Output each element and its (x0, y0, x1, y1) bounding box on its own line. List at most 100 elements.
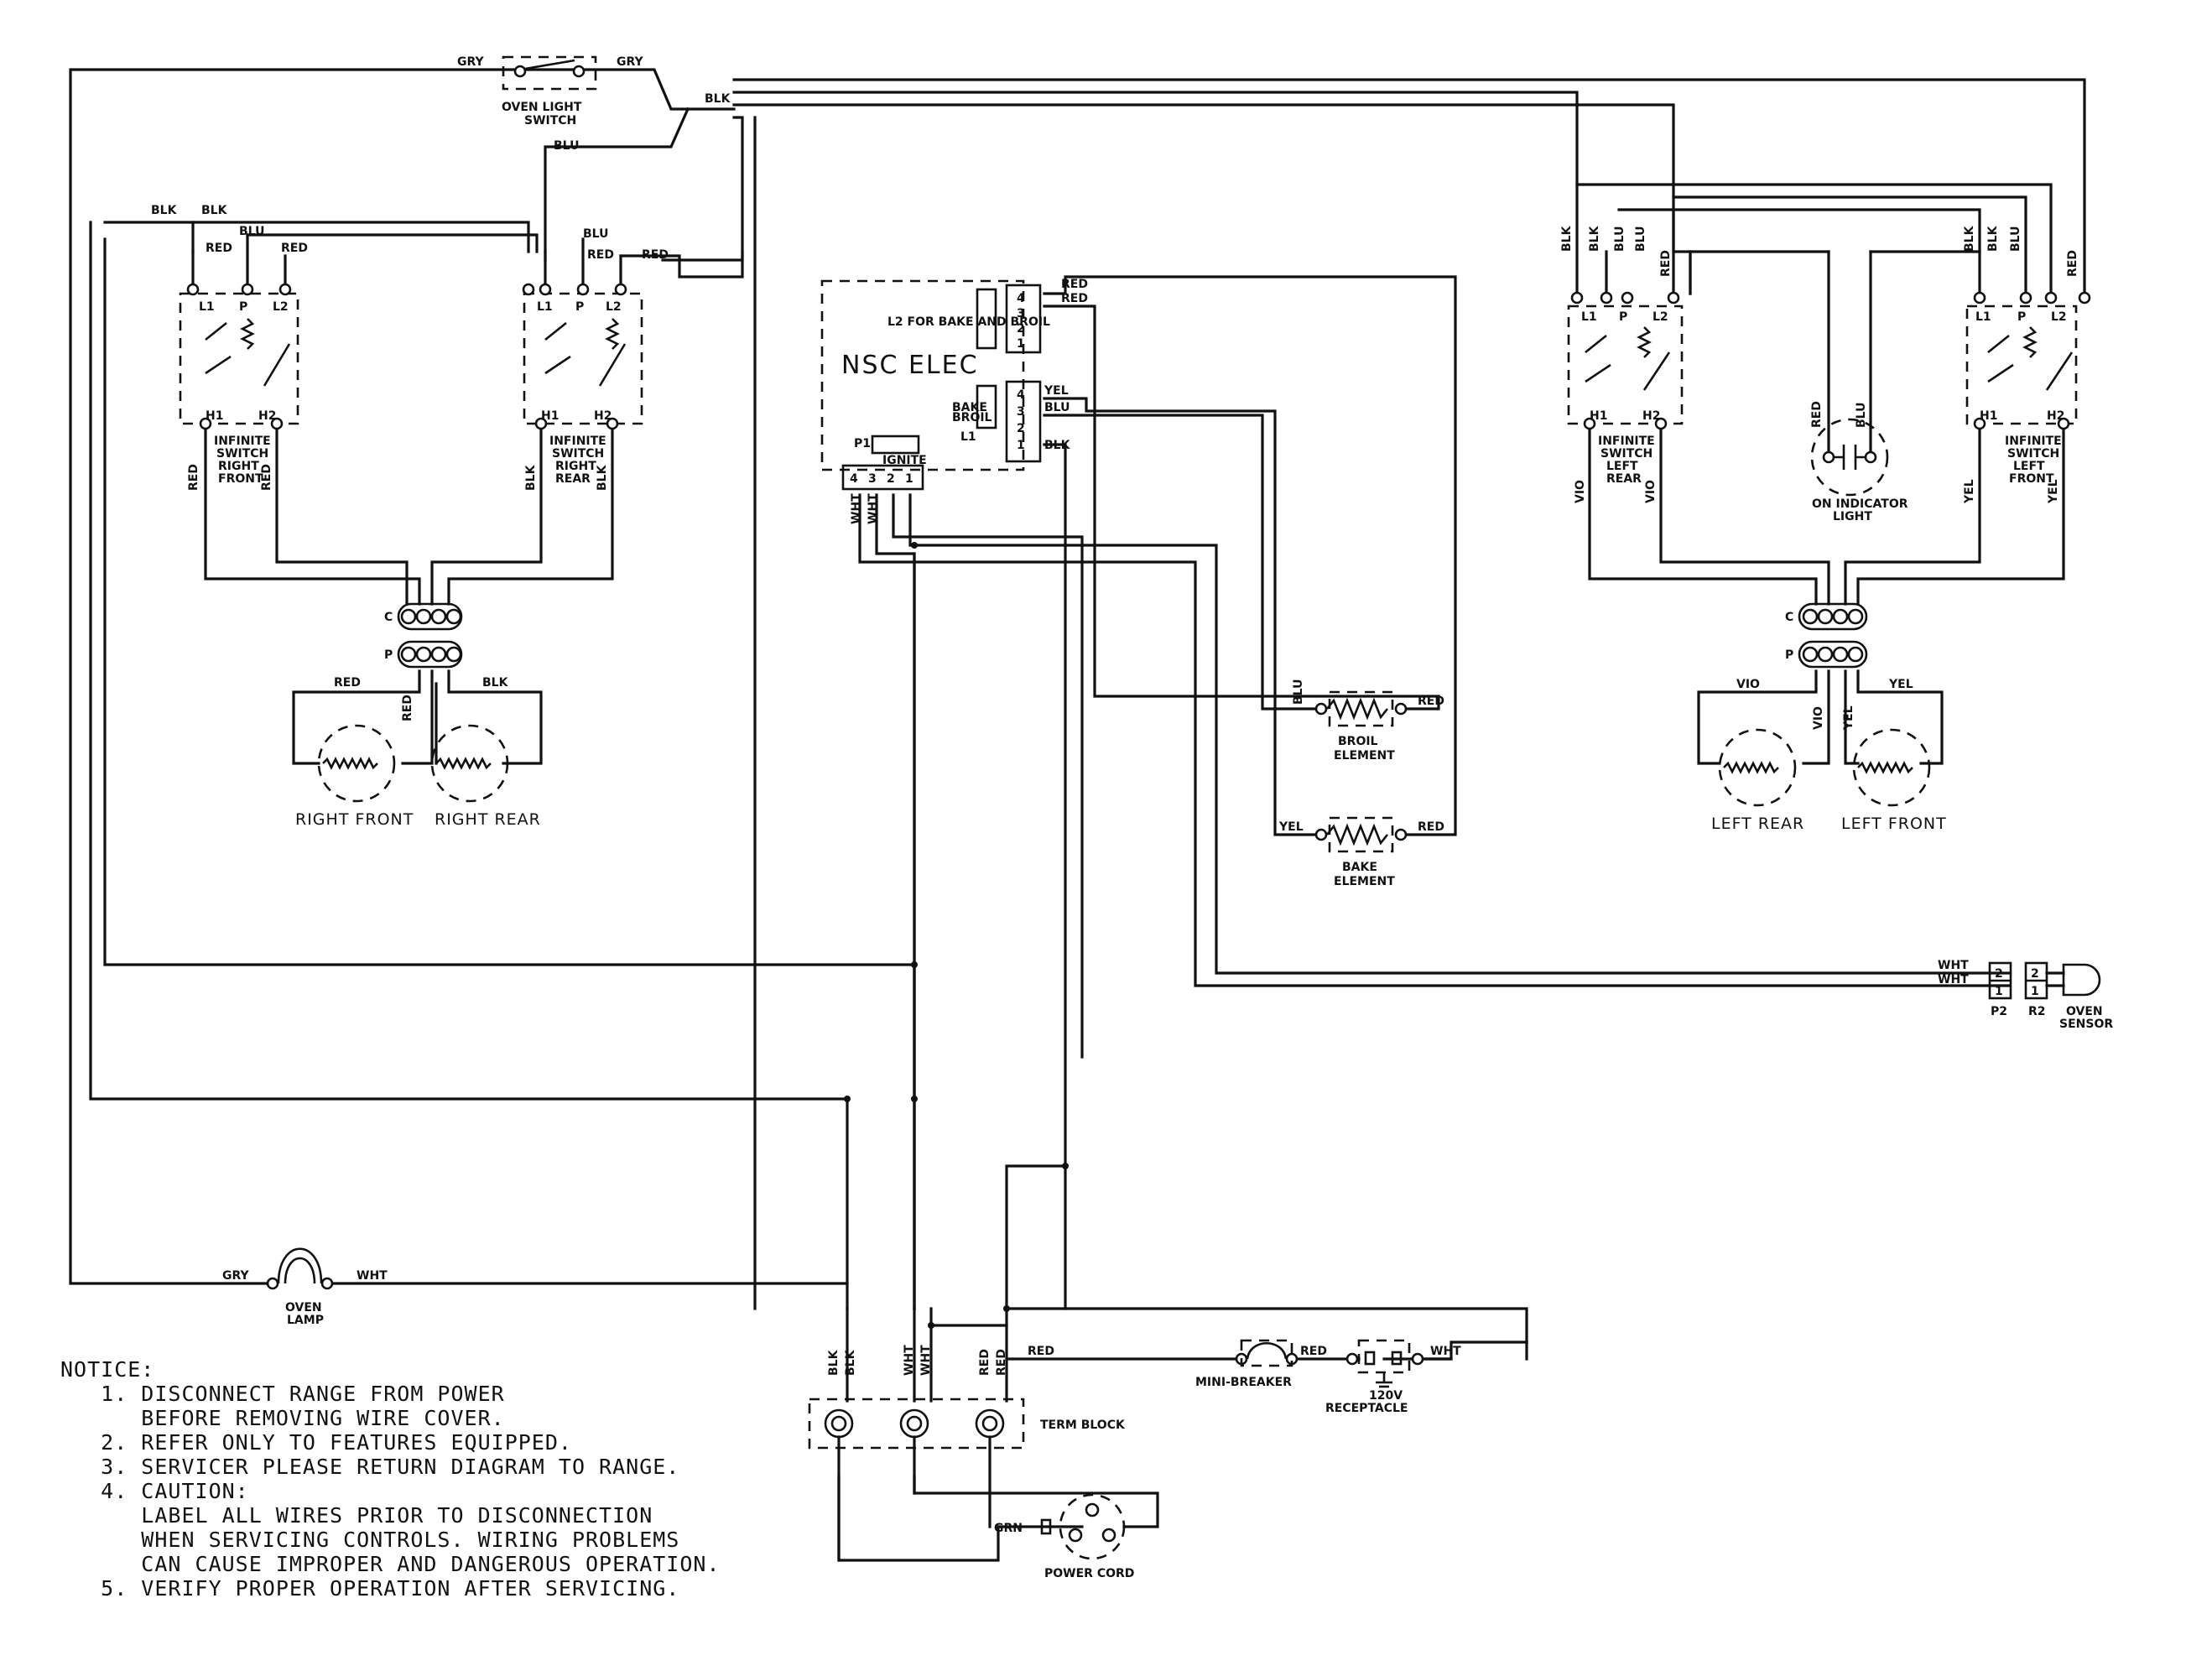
lf-label-2: SWITCH (2007, 447, 2059, 461)
bake-label-2: ELEMENT (1334, 875, 1395, 888)
rr-label-3: RIGHT (555, 460, 596, 473)
lf-l2: L2 (2051, 310, 2067, 324)
lr-label-1: INFINITE (1598, 435, 1655, 448)
wire-label-nsc-yel: YEL (1044, 384, 1069, 398)
wire-label-rf-red3: RED (187, 464, 200, 491)
wire-label-lb-yel1: YEL (1888, 678, 1913, 691)
oven-sensor: 2 1 2 1 P2 R2 OVEN SENSOR WHT WHT (1938, 959, 2113, 1031)
wire-label-rr-blk2: BLK (596, 464, 609, 491)
nsc-t3b: 3 (1017, 405, 1025, 419)
wire-label-rcpt-wht: WHT (1430, 1345, 1461, 1358)
nsc-t3a: 3 (1017, 307, 1025, 320)
left-burner-plugs: C P VIO YEL VIO YEL LEFT REAR LEFT FRONT (1711, 602, 1946, 833)
right-plug-c: C (384, 611, 393, 624)
lf-label-1: INFINITE (2005, 435, 2062, 448)
wire-label-nsc-blu: BLU (1044, 401, 1070, 414)
wire-label-rb-blk: BLK (482, 676, 509, 690)
r2-pin2: 2 (2031, 967, 2039, 981)
lr-h2: H2 (1642, 409, 1660, 423)
wire-label-lr-vio2: VIO (1644, 480, 1658, 503)
broil-label-2: ELEMENT (1334, 749, 1395, 763)
left-plug-p: P (1785, 648, 1793, 662)
wire-label-bake-yel: YEL (1278, 820, 1304, 834)
mini-breaker: MINI-BREAKER RED (1195, 1339, 1327, 1389)
nsc-t2b: 2 (1017, 422, 1025, 435)
tb-blk2: BLK (844, 1349, 857, 1376)
notice-item-4c: WHEN SERVICING CONTROLS. WIRING PROBLEMS (60, 1528, 680, 1552)
tb-wht2: WHT (919, 1345, 933, 1376)
right-front-label: RIGHT FRONT (295, 810, 414, 829)
r2-pin1: 1 (2031, 985, 2039, 998)
wire-label-rf-blk2: BLK (201, 204, 228, 217)
on-indicator-light: RED BLU ON INDICATOR LIGHT (1810, 401, 1908, 523)
sensor-label-2: SENSOR (2059, 1018, 2113, 1031)
wire-label-lr-blu2: BLU (1634, 226, 1647, 252)
nsc-elec-label: NSC ELEC (841, 351, 979, 380)
nsc-s1: 1 (905, 472, 913, 486)
wire-label-rr-blu: BLU (583, 227, 608, 241)
rr-l2: L2 (606, 300, 622, 314)
wire-label-lr-blk: BLK (1560, 225, 1574, 252)
wire-label-lb-yel2: YEL (1842, 705, 1855, 731)
wire-label-grn: GRN (994, 1522, 1023, 1535)
tb-blk1: BLK (827, 1349, 841, 1376)
wire-label-sensor-wht1: WHT (1938, 959, 1969, 972)
wire-label-gry-1: GRY (457, 55, 485, 69)
wire-label-ind-red: RED (1810, 401, 1824, 428)
lr-p: P (1619, 310, 1627, 324)
nsc-elec-control: NSC ELEC L2 FOR BAKE AND BROIL 4 3 2 1 4… (820, 278, 1088, 524)
term-block: TERM BLOCK BLK BLK WHT WHT RED RED RED (808, 1345, 1126, 1562)
lamp-label-1: OVEN (285, 1301, 322, 1314)
nsc-note-broil: BROIL (952, 411, 992, 424)
wire-label-rf-red4: RED (260, 464, 273, 491)
lr-l2: L2 (1652, 310, 1668, 324)
nsc-note-bake: BAKE (952, 401, 987, 414)
lf-label-4: FRONT (2009, 472, 2054, 486)
wire-label-rr-red1: RED (587, 248, 614, 262)
wire-label-blu-top: BLU (554, 139, 579, 153)
rf-p: P (239, 300, 247, 314)
lf-l1: L1 (1975, 310, 1991, 324)
notice-item-4d: CAN CAUSE IMPROPER AND DANGEROUS OPERATI… (60, 1552, 721, 1576)
wire-label-lf-blk: BLK (1963, 225, 1976, 252)
tb-red1: RED (978, 1349, 991, 1376)
sensor-label-1: OVEN (2066, 1005, 2103, 1018)
wire-label-rb-red1: RED (334, 676, 361, 690)
wire-label-bake-red: RED (1418, 820, 1444, 834)
wire-label-nsc-red2: RED (1061, 292, 1088, 305)
right-rear-label: RIGHT REAR (435, 810, 541, 829)
term-block-label: TERM BLOCK (1040, 1419, 1126, 1432)
wire-label-broil-blu: BLU (1292, 679, 1305, 705)
oven-lamp: GRY WHT OVEN LAMP (222, 1247, 388, 1327)
wire-label-lb-vio2: VIO (1812, 706, 1825, 730)
lamp-label-2: LAMP (287, 1314, 324, 1327)
power-cord: GRN POWER CORD (994, 1493, 1134, 1580)
wire-label-lf-red: RED (2066, 250, 2079, 277)
nsc-t2a: 2 (1017, 322, 1025, 336)
nsc-s2: 2 (887, 472, 895, 486)
wire-label-nsc-wht2: WHT (867, 493, 880, 524)
notice-title: NOTICE: (60, 1357, 155, 1382)
rr-l1: L1 (537, 300, 553, 314)
rr-label-2: SWITCH (552, 447, 604, 461)
wire-label-lr-red: RED (1659, 250, 1673, 277)
indicator-label-1: ON INDICATOR (1812, 497, 1908, 511)
wire-label-rr-blk1: BLK (524, 464, 538, 491)
nsc-note-l2: L2 FOR BAKE AND BROIL (887, 315, 1050, 329)
nsc-t4a: 4 (1017, 292, 1025, 305)
wire-label-sensor-wht2: WHT (1938, 973, 1969, 986)
wire-label-rf-blu: BLU (239, 225, 264, 238)
lr-label-3: LEFT (1606, 460, 1638, 473)
bake-element: BAKE ELEMENT YEL RED (1278, 816, 1444, 888)
nsc-s3: 3 (868, 472, 877, 486)
lr-h1: H1 (1590, 409, 1607, 423)
wire-label-rr-red2: RED (642, 248, 669, 262)
lr-label-4: REAR (1606, 472, 1642, 486)
wire-label-lf-yel2: YEL (2047, 479, 2060, 504)
nsc-p1: P1 (854, 437, 871, 450)
wire-label-lb-vio1: VIO (1736, 678, 1760, 691)
rf-label-2: SWITCH (216, 447, 268, 461)
wire-label-lr-blu: BLU (1613, 226, 1626, 252)
wire-label-lamp-gry: GRY (222, 1269, 250, 1283)
p2-label: P2 (1991, 1005, 2007, 1018)
